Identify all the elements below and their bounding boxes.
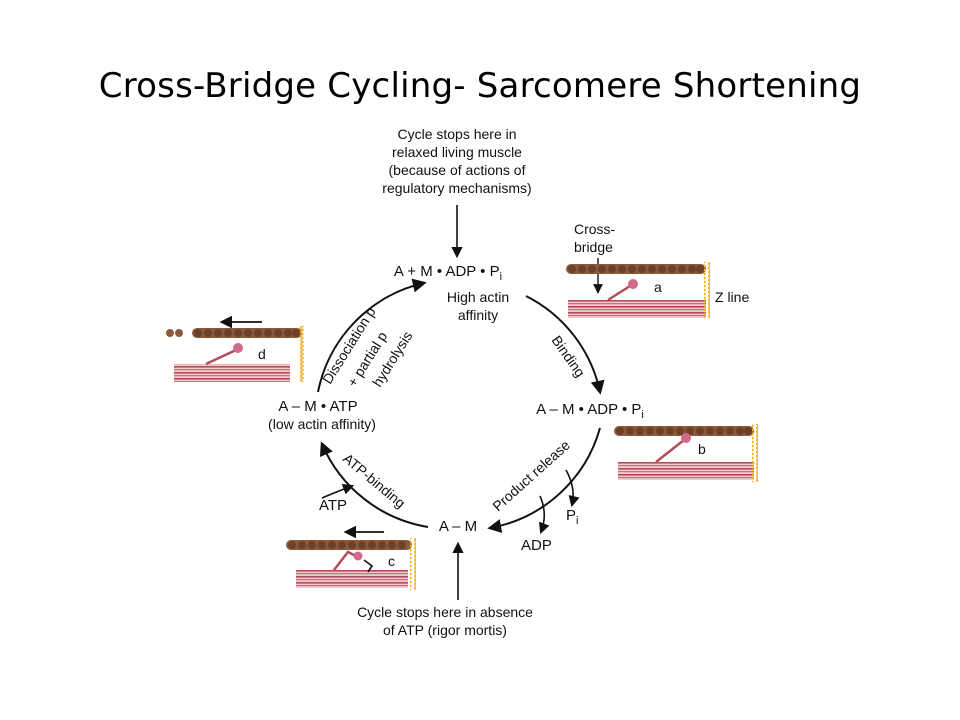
arc-atp-binding [319,441,429,528]
state-left-formula: A – M • ATP [278,398,357,415]
myosin-head-tip-a [628,279,638,289]
panel-c: c [286,525,416,590]
adp-release-arrow [539,495,550,535]
actin-beads-c [288,541,406,549]
panel-b-letter: b [698,441,706,457]
panel-c-letter: c [388,553,395,569]
myosin-stroke-mark-c [363,559,374,573]
actin-beads-a [568,265,704,273]
state-top-desc-1: High actin [447,289,509,305]
myosin-head-d [205,348,237,366]
myosin-head-a [607,284,631,302]
pi-label: Pi [566,507,578,527]
slide-title: Cross-Bridge Cycling- Sarcomere Shorteni… [98,66,862,106]
myosin-head-tip-b [681,433,691,443]
myosin-thick-a [568,300,706,318]
myosin-head-c [333,550,357,571]
step-binding-label: Binding [549,333,589,380]
panel-a: Cross- bridge a Z line [566,221,749,318]
actin-beads-b [616,427,752,435]
top-note-line-3: (because of actions of [389,162,526,178]
top-note-line-2: relaxed living muscle [392,144,522,160]
state-bottom-formula: A – M [439,518,477,535]
panel-d-letter: d [258,346,266,362]
z-line-a [704,262,710,318]
actin-beads-d [194,329,300,337]
myosin-head-b [655,439,685,463]
actin-beads-d-left [166,329,183,337]
z-line-c [410,538,416,590]
atp-label: ATP [319,497,347,514]
panel-d: d [166,315,304,382]
atp-in-arrow [321,483,355,499]
panel-b: b [614,424,758,482]
bottom-note-line-1: Cycle stops here in absence [357,604,533,620]
z-line-d [298,326,304,382]
myosin-thick-b [618,462,754,480]
step-product-release-label: Product release [489,437,573,515]
bottom-note-line-2: of ATP (rigor mortis) [383,622,507,638]
adp-label: ADP [521,537,552,554]
state-top-formula: A + M • ADP • Pi [394,263,502,283]
myosin-thick-c [296,570,408,588]
arc-product-release [487,427,601,533]
z-line-label: Z line [715,289,749,305]
z-line-b [752,424,758,482]
top-note-line-1: Cycle stops here in [397,126,516,142]
step-atp-binding-label: ATP-binding [340,450,409,511]
cross-bridge-label-1: Cross- [574,221,616,237]
pi-release-arrow [565,469,580,508]
myosin-thick-d [174,364,290,382]
state-right-formula: A – M • ADP • Pi [536,401,644,421]
state-left-desc: (low actin affinity) [268,416,376,432]
cross-bridge-label-2: bridge [574,239,613,255]
panel-a-letter: a [654,279,662,295]
myosin-head-tip-c [353,551,363,561]
arc-binding [525,295,605,395]
arc-dissociation [317,278,427,393]
myosin-head-tip-d [233,343,243,353]
top-note-line-4: regulatory mechanisms) [382,180,531,196]
state-top-desc-2: affinity [458,307,498,323]
